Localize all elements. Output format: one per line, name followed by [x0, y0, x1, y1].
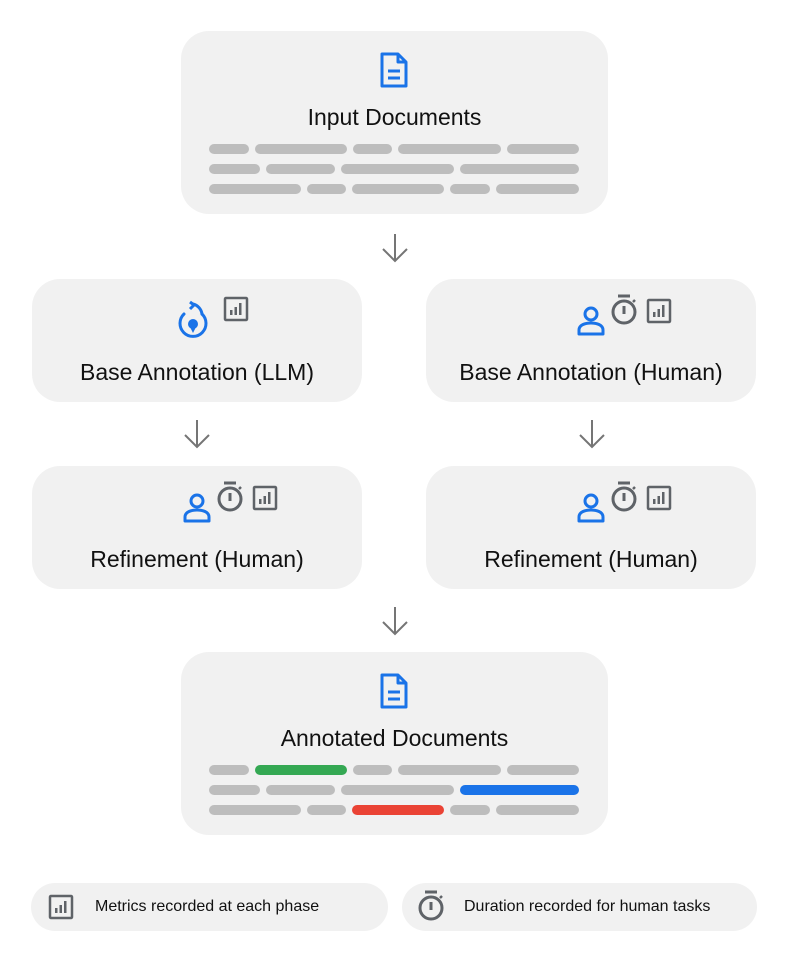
refinement-human-right-card: Refinement (Human)	[426, 466, 756, 589]
stopwatch-icon	[217, 481, 243, 512]
legend-duration-text: Duration recorded for human tasks	[464, 898, 711, 915]
highlight-blue	[460, 785, 579, 795]
stopwatch-icon	[611, 294, 637, 325]
legend-metrics-text: Metrics recorded at each phase	[95, 898, 320, 915]
legend-duration: Duration recorded for human tasks	[402, 883, 757, 931]
card-title: Base Annotation (Human)	[459, 359, 723, 385]
text-line	[507, 144, 579, 154]
text-line	[341, 785, 454, 795]
text-line	[209, 184, 301, 194]
card-title: Base Annotation (LLM)	[80, 359, 314, 385]
text-line	[341, 164, 454, 174]
stopwatch-icon	[418, 890, 444, 921]
card-title: Input Documents	[307, 104, 482, 130]
text-line	[353, 765, 392, 775]
card-title: Refinement (Human)	[90, 546, 304, 572]
text-line	[353, 144, 392, 154]
text-line	[352, 184, 444, 194]
card-title: Refinement (Human)	[484, 546, 698, 572]
metrics-icon	[646, 298, 672, 324]
highlight-red	[352, 805, 444, 815]
text-line	[255, 144, 347, 154]
metrics-icon	[48, 894, 74, 920]
metrics-icon	[223, 296, 249, 322]
text-line	[266, 164, 335, 174]
base-annotation-llm-card: Base Annotation (LLM)	[32, 279, 362, 402]
text-line	[450, 805, 490, 815]
person-icon	[577, 306, 605, 336]
refinement-human-left-card: Refinement (Human)	[32, 466, 362, 589]
base-annotation-human-card: Base Annotation (Human)	[426, 279, 756, 402]
down-arrow-icon	[579, 420, 605, 449]
person-icon	[183, 493, 211, 523]
down-arrow-icon	[184, 420, 210, 449]
text-line	[209, 765, 249, 775]
highlight-green	[255, 765, 347, 775]
text-line	[398, 144, 501, 154]
person-icon	[577, 493, 605, 523]
metrics-icon	[252, 485, 278, 511]
text-line	[209, 785, 260, 795]
text-line	[460, 164, 579, 174]
text-line	[209, 164, 260, 174]
text-line	[209, 144, 249, 154]
text-line	[496, 184, 579, 194]
text-line	[209, 805, 301, 815]
text-line	[307, 184, 346, 194]
document-icon	[380, 673, 408, 709]
text-line	[266, 785, 335, 795]
stopwatch-icon	[611, 481, 637, 512]
metrics-icon	[646, 485, 672, 511]
text-line	[496, 805, 579, 815]
legend-metrics: Metrics recorded at each phase	[31, 883, 388, 931]
down-arrow-icon	[382, 607, 408, 636]
document-icon	[380, 52, 408, 88]
text-line	[450, 184, 490, 194]
input-documents-card: Input Documents	[181, 31, 608, 214]
text-line	[307, 805, 346, 815]
text-line	[507, 765, 579, 775]
ai-refresh-icon	[178, 300, 208, 338]
down-arrow-icon	[382, 234, 408, 263]
card-title: Annotated Documents	[280, 725, 509, 751]
text-line	[398, 765, 501, 775]
annotated-documents-card: Annotated Documents	[181, 652, 608, 835]
